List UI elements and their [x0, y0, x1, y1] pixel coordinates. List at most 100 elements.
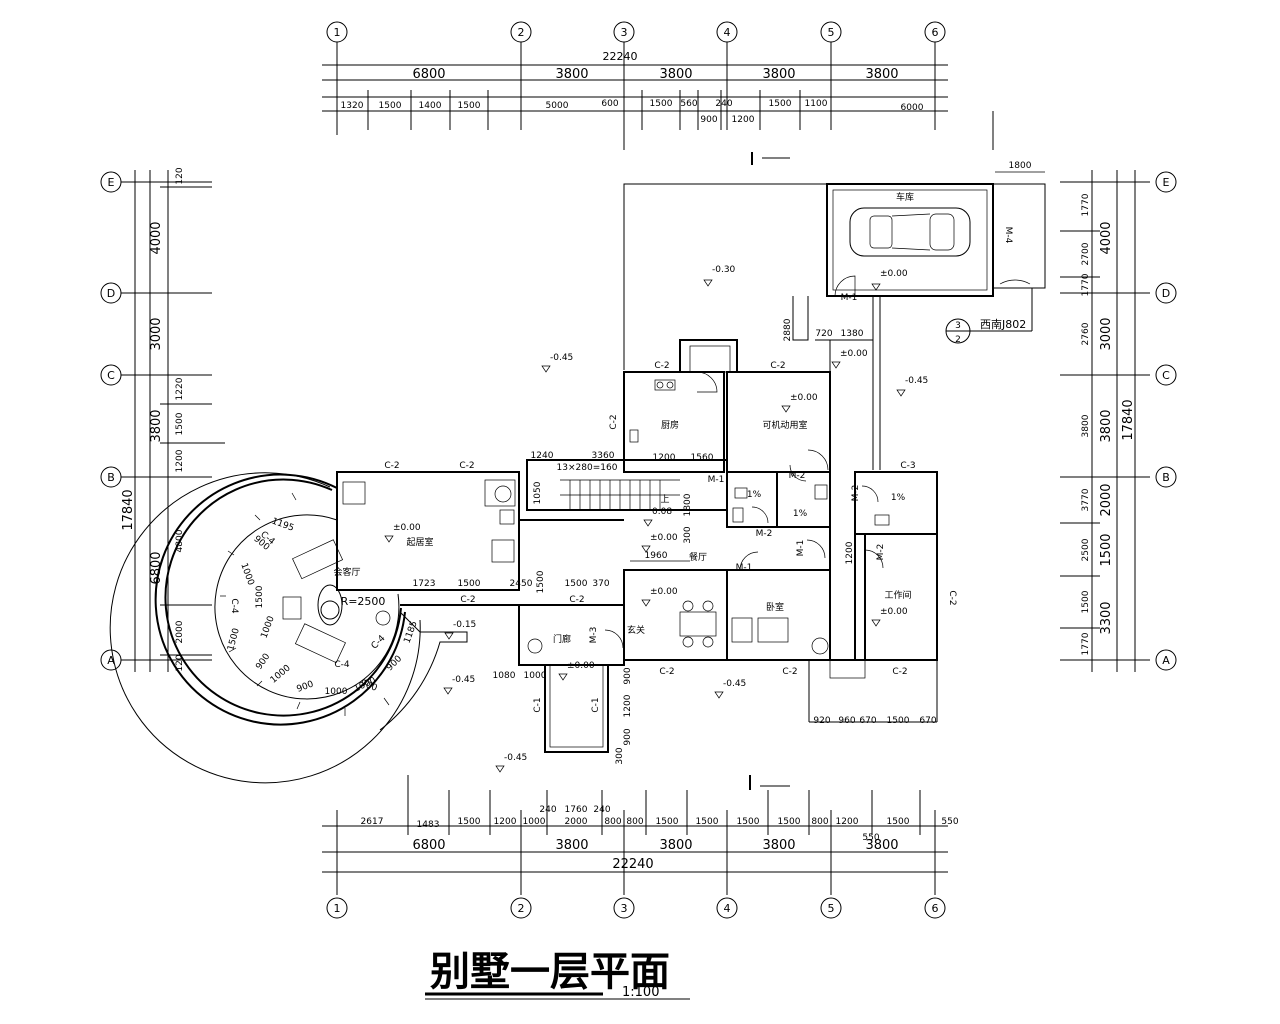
axis-bubble-bottom-6: 6 [924, 897, 946, 919]
left-dim-6800: 6800 [149, 551, 164, 584]
axis-bubble-right-A: A [1155, 649, 1177, 671]
bottom-detail-6: 2000 [565, 817, 588, 827]
right-detail-1: 1770 [1081, 193, 1091, 216]
svg-text:3: 3 [621, 902, 628, 915]
svg-text:2880: 2880 [783, 318, 793, 341]
top-dim-4: 3800 [762, 67, 795, 82]
bottom-detail-13: 800 [811, 817, 828, 827]
right-total-dim: 17840 [1121, 399, 1136, 440]
svg-text:B: B [107, 471, 115, 484]
axis-bubble-left-E: E [100, 171, 122, 193]
top-detail-7: 1500 [650, 99, 673, 109]
svg-text:1195: 1195 [270, 517, 295, 534]
level-dining: ±0.00 [650, 533, 678, 543]
window-c2-terrace: C-2 [460, 595, 475, 605]
svg-text:5: 5 [828, 26, 835, 39]
svg-text:300: 300 [683, 526, 693, 543]
drawing-title-block: 别墅一层平面 1:100 [425, 949, 690, 1000]
door-m1-hall: M-1 [796, 540, 806, 557]
left-detail-2: 1220 [175, 377, 185, 400]
bottom-detail-9: 1500 [656, 817, 679, 827]
window-c4-4: C-4 [370, 633, 388, 651]
svg-text:1800: 1800 [1009, 161, 1032, 171]
right-dim-1500: 1500 [1099, 533, 1114, 566]
bottom-dim-5: 3800 [865, 838, 898, 853]
top-detail-3: 1400 [419, 101, 442, 111]
svg-text:E: E [108, 176, 115, 189]
svg-text:B: B [1162, 471, 1170, 484]
room-garage: 车库 [896, 191, 914, 203]
bottom-detail-3: 1500 [458, 817, 481, 827]
axis-bubble-top-6: 6 [924, 21, 946, 43]
axis-bubble-right-C: C [1155, 364, 1177, 386]
top-total-dim: 22240 [603, 50, 638, 63]
section-ref-label: 西南J802 [980, 318, 1026, 331]
top-dim-1: 6800 [412, 67, 445, 82]
drawing-scale: 1:100 [622, 985, 659, 1000]
svg-text:1: 1 [334, 902, 341, 915]
axis-bubble-top-2: 2 [510, 21, 532, 43]
bottom-dim-4: 3800 [762, 838, 795, 853]
top-detail-4: 1500 [458, 101, 481, 111]
right-dim-4000: 4000 [1099, 221, 1114, 254]
window-c4-3: C-4 [334, 660, 350, 670]
level-terrace: -0.15 [453, 620, 476, 630]
svg-text:370: 370 [592, 579, 609, 589]
bottom-detail-11: 1500 [737, 817, 760, 827]
section-reference: 3 2 西南J802 [945, 288, 1033, 345]
axis-bubble-left-A: A [100, 649, 122, 671]
axis-bubble-bottom-4: 4 [716, 897, 738, 919]
top-detail2-2: 1200 [732, 115, 755, 125]
top-detail-9: 240 [715, 99, 732, 109]
left-dim-3000: 3000 [149, 317, 164, 350]
bottom-dim-3: 3800 [659, 838, 692, 853]
svg-text:1380: 1380 [841, 329, 864, 339]
axis-bubble-bottom-2: 2 [510, 897, 532, 919]
right-detail-6: 3770 [1081, 488, 1091, 511]
right-detail-8: 1500 [1081, 590, 1091, 613]
svg-text:D: D [1162, 287, 1170, 300]
left-detail-1: 120 [175, 167, 185, 184]
fixtures [342, 379, 890, 655]
axis-bubble-left-C: C [100, 364, 122, 386]
slope-bath1: 1% [747, 490, 762, 500]
svg-text:1000: 1000 [269, 663, 293, 686]
svg-text:1000: 1000 [325, 687, 348, 697]
bottom-detail-10: 1500 [696, 817, 719, 827]
bottom-detail-5: 1000 [523, 817, 546, 827]
bottom-dim-2: 3800 [555, 838, 588, 853]
window-c2-living-1: C-2 [384, 461, 399, 471]
room-kitchen: 厨房 [661, 419, 679, 431]
axis-bubble-top-3: 3 [613, 21, 635, 43]
svg-text:1: 1 [334, 26, 341, 39]
window-c2-living-2: C-2 [459, 461, 474, 471]
level-yard: -0.30 [712, 265, 736, 275]
door-swings [604, 275, 1031, 649]
room-flex: 可机动用室 [762, 419, 807, 431]
bottom-detail-15: 1500 [887, 817, 910, 827]
room-porch: 门廊 [553, 633, 571, 645]
top-dim-3: 3800 [659, 67, 692, 82]
level-porch: ±0.00 [567, 661, 595, 671]
top-detail-11: 1100 [805, 99, 828, 109]
window-c1-right: C-1 [591, 697, 601, 712]
level-landing: ±0.00 [840, 349, 868, 359]
window-c2-study: C-2 [892, 667, 907, 677]
stair-treads [569, 480, 661, 510]
window-c2-dining: C-2 [659, 667, 674, 677]
svg-text:2450: 2450 [510, 579, 533, 589]
svg-text:3: 3 [621, 26, 628, 39]
svg-text:1500: 1500 [458, 579, 481, 589]
svg-text:A: A [107, 654, 115, 667]
right-detail-4: 2760 [1081, 322, 1091, 345]
svg-text:C: C [107, 369, 115, 382]
bottom-detail-7: 800 [604, 817, 621, 827]
svg-text:960: 960 [838, 716, 855, 726]
svg-text:1200: 1200 [653, 453, 676, 463]
svg-text:1800: 1800 [683, 493, 693, 516]
room-bedroom: 卧室 [766, 601, 784, 613]
svg-text:1500: 1500 [536, 570, 546, 593]
left-detail-6: 2000 [175, 620, 185, 643]
level-flex: ±0.00 [790, 393, 818, 403]
